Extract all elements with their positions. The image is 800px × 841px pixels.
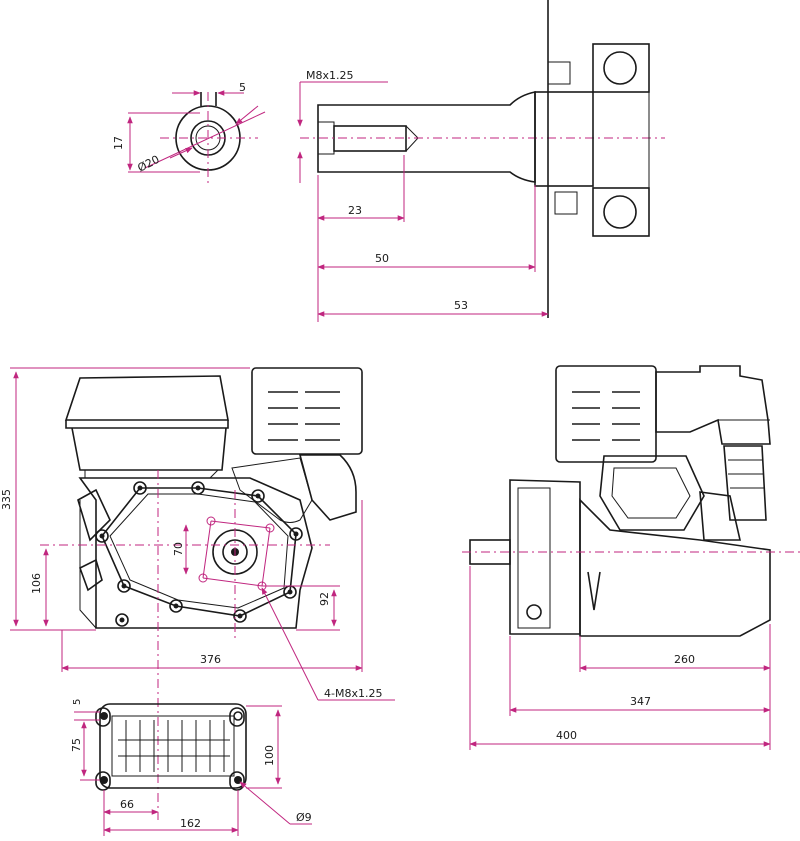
bolt-vertical-label: 70 — [172, 542, 185, 556]
shaft-total-label: 53 — [454, 299, 468, 312]
shaft-section — [297, 0, 665, 322]
bolt-offset-label: 92 — [318, 592, 331, 606]
hole-spacing-h-label: 162 — [180, 817, 201, 830]
base-view — [74, 703, 312, 836]
base-edge-label: 5 — [72, 699, 83, 705]
hole-spacing-v-label: 75 — [70, 738, 83, 752]
shaft-diameter-label: Ø20 — [135, 153, 161, 175]
shaft-cross-section — [127, 90, 266, 185]
base-depth-label: 100 — [263, 745, 276, 766]
hole-diameter-label: Ø9 — [296, 811, 312, 824]
front-height-label: 335 — [0, 489, 13, 510]
gasket-bolts — [95, 481, 303, 627]
key-width-label: 5 — [239, 81, 246, 94]
thread-label: M8x1.25 — [306, 69, 354, 82]
front-view-engine — [10, 367, 395, 820]
shaft-length-label: 50 — [375, 252, 389, 265]
side-dim-a-label: 260 — [674, 653, 695, 666]
front-width-label: 376 — [200, 653, 221, 666]
side-dim-c-label: 400 — [556, 729, 577, 742]
side-dim-b-label: 347 — [630, 695, 651, 708]
side-view-engine — [462, 365, 800, 750]
bolt-callout-label: 4-M8x1.25 — [324, 687, 382, 700]
hole-offset-label: 66 — [120, 798, 134, 811]
thread-depth-label: 23 — [348, 204, 362, 217]
axis-height-label: 106 — [30, 573, 43, 594]
key-depth-label: 17 — [112, 136, 125, 150]
